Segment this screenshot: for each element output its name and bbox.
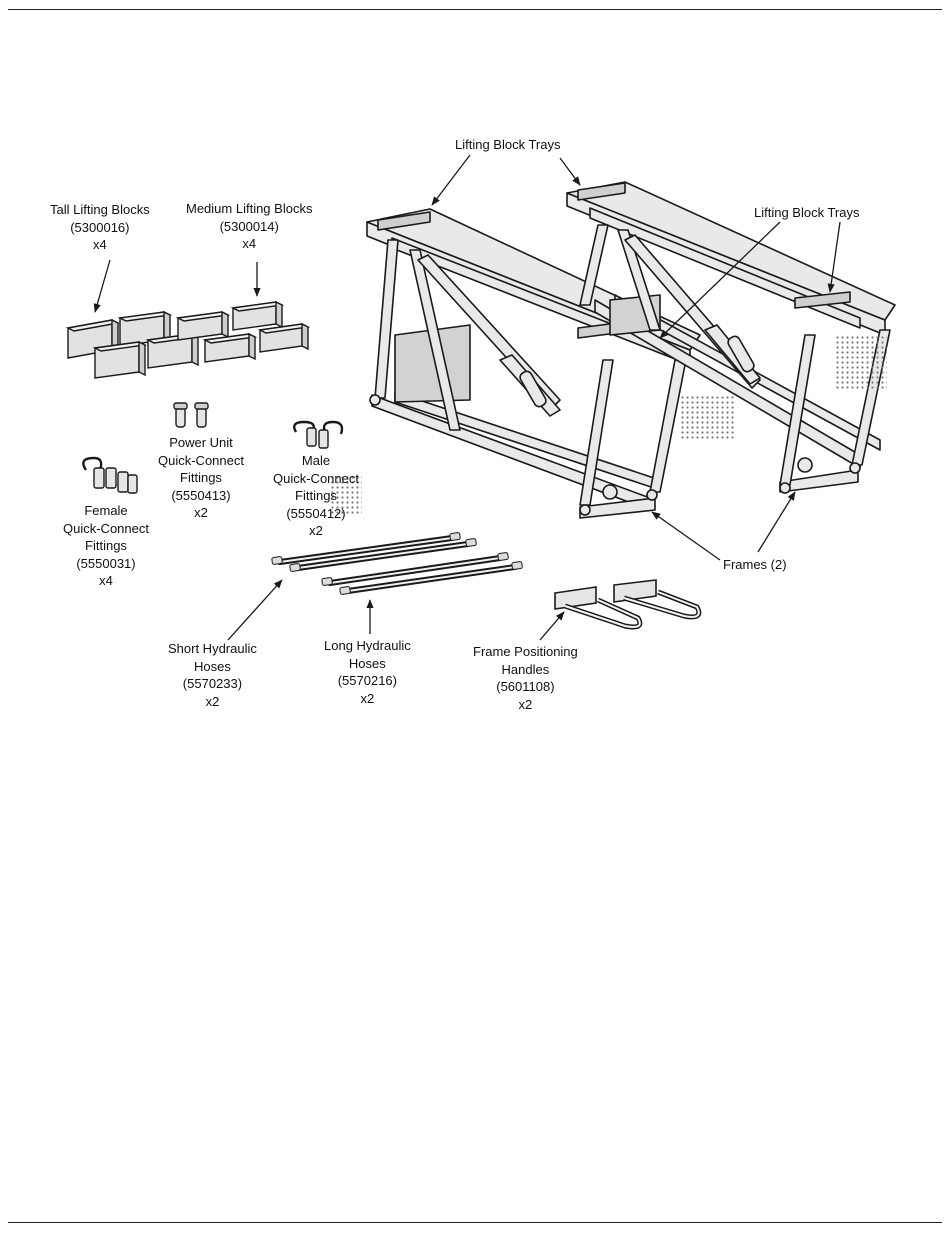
long-hydraulic-hose — [339, 561, 523, 595]
leader-frames-a — [651, 511, 721, 561]
label-line: x2 — [194, 505, 208, 520]
leader-tall-blocks — [93, 259, 111, 313]
label-line: (5300016) — [70, 219, 130, 235]
label-line: (5550413) — [171, 487, 231, 503]
label-line: x2 — [309, 523, 323, 538]
medium-lifting-block — [175, 310, 231, 341]
label-line: Hoses — [194, 658, 231, 674]
footer-rule — [8, 1222, 942, 1223]
quick-connect-fittings — [82, 402, 362, 516]
leader-short-hoses — [227, 579, 283, 641]
label-line: Long Hydraulic — [324, 638, 411, 653]
label-line: Quick-Connect — [63, 520, 149, 536]
label-line: x2 — [518, 696, 533, 712]
label-line: (5550412) — [286, 505, 346, 521]
short-hydraulic-hose — [289, 538, 477, 572]
leader-lifting-block-trays-2b — [827, 221, 841, 293]
label-line: Short Hydraulic — [168, 641, 257, 656]
label-line: Frames (2) — [723, 557, 787, 572]
label-lifting-block-trays-1: Lifting Block Trays — [455, 136, 561, 154]
hydraulic-hoses — [271, 532, 523, 595]
short-hydraulic-hose — [271, 532, 461, 565]
leader-frames-b — [757, 491, 796, 553]
label-line: x4 — [99, 573, 113, 588]
label-line: Fittings — [85, 538, 127, 553]
power-unit-fitting-icon — [173, 402, 209, 428]
medium-lifting-block — [257, 322, 311, 353]
female-fitting-icon — [82, 456, 138, 494]
tall-lifting-block — [92, 340, 148, 379]
label-line: Quick-Connect — [158, 452, 244, 468]
frame-positioning-handles — [554, 579, 702, 630]
label-line: Frame Positioning — [473, 644, 578, 659]
lifting-blocks — [65, 300, 311, 379]
header-rule — [8, 9, 942, 10]
male-fitting-icon — [293, 420, 344, 449]
label-line: Fittings — [180, 470, 222, 485]
frame-b — [566, 181, 896, 494]
label-line: (5601108) — [496, 679, 555, 694]
leader-frame-handles — [539, 611, 565, 641]
tall-lifting-block — [117, 310, 173, 347]
label-line: Medium Lifting Blocks — [186, 201, 313, 216]
label-line: (5570216) — [337, 673, 397, 688]
frame-positioning-handle — [554, 586, 643, 630]
label-line: (5570233) — [182, 676, 243, 691]
tall-lifting-block — [145, 332, 201, 369]
leader-lifting-block-trays-2 — [659, 221, 781, 339]
medium-lifting-block — [230, 300, 285, 331]
label-line: Male — [301, 453, 331, 468]
label-line: x2 — [205, 693, 220, 709]
label-line: Female — [84, 503, 128, 518]
label-lifting-block-trays-2: Lifting Block Trays — [754, 204, 860, 222]
label-line: Lifting Block Trays — [754, 205, 860, 220]
lift-frames — [366, 181, 896, 519]
label-line: Lifting Block Trays — [455, 137, 561, 152]
label-line: Tall Lifting Blocks — [50, 202, 150, 217]
frame-positioning-handle — [613, 579, 702, 620]
leader-lifting-block-trays-1b — [559, 157, 581, 186]
label-tall-lifting-blocks: Tall Lifting Blocks (5300016) x4 — [50, 201, 150, 254]
label-line: (5300014) — [219, 218, 279, 234]
label-line: (5550031) — [76, 555, 136, 571]
long-hydraulic-hose — [321, 552, 509, 586]
label-line: Power Unit — [169, 435, 233, 450]
label-line: x4 — [242, 236, 257, 251]
label-line: Fittings — [295, 488, 337, 503]
label-line: Hoses — [348, 655, 386, 671]
leader-lifting-block-trays-1 — [431, 154, 471, 206]
leader-arrows — [93, 154, 841, 641]
label-line: Handles — [501, 661, 550, 677]
label-medium-lifting-blocks: Medium Lifting Blocks (5300014) x4 — [186, 200, 312, 253]
label-line: x2 — [360, 690, 375, 706]
medium-lifting-block — [202, 332, 258, 363]
label-frames: Frames (2) — [723, 556, 787, 574]
label-line: x4 — [92, 237, 107, 252]
label-line: Quick-Connect — [273, 470, 359, 486]
